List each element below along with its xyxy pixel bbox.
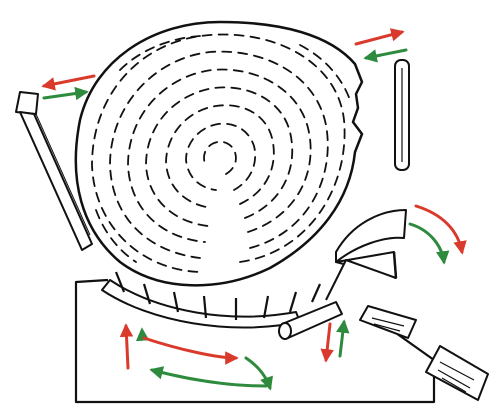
drum-outline <box>76 22 362 285</box>
drum <box>76 22 362 285</box>
discharge-roller <box>279 302 342 339</box>
arrow-bottom-right-red <box>326 324 330 360</box>
vertical-probe <box>395 60 409 170</box>
right-flap <box>326 210 406 300</box>
arrow-bottom-center-green-return <box>246 358 270 388</box>
arrow-top-left-green <box>44 92 86 98</box>
arrow-bottom-center-green <box>152 370 266 386</box>
arrow-top-right-red <box>356 32 402 44</box>
arrow-bottom-left-red <box>126 326 128 368</box>
arrow-top-left-red <box>44 76 94 86</box>
arrow-bottom-right-green <box>340 322 344 356</box>
arrow-bottom-center-red <box>144 338 236 358</box>
arrow-top-right-green <box>366 50 406 58</box>
arrow-flap-green <box>410 224 444 262</box>
arrow-bottom-left-green <box>142 330 144 364</box>
